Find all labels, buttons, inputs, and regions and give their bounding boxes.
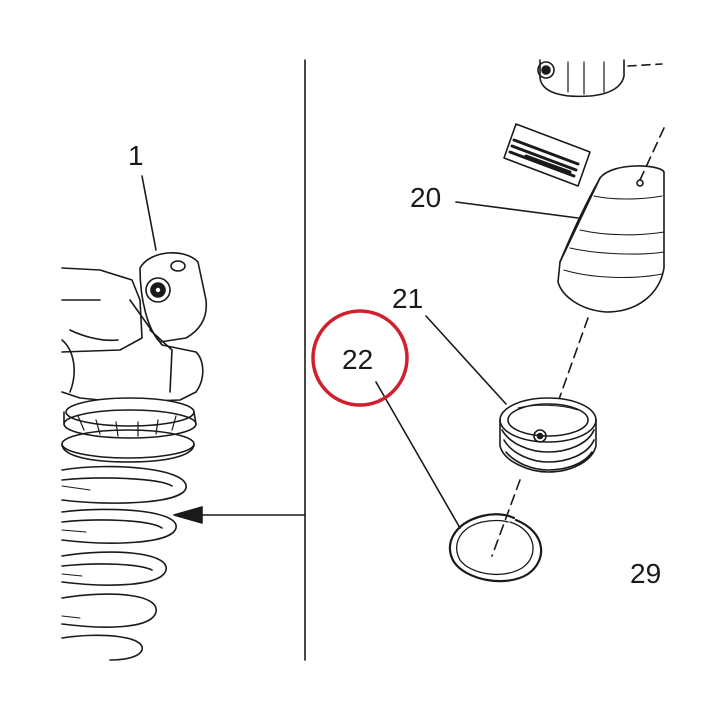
leader-line-21 (425, 315, 507, 405)
reservoir-cap-drawing (557, 165, 665, 313)
arrow-head-icon (173, 506, 203, 524)
callout-20: 20 (410, 182, 442, 213)
callout-21: 21 (392, 283, 424, 314)
callout-22: 22 (342, 344, 374, 375)
highlight-circle (311, 309, 409, 407)
end-cap-drawing (499, 397, 597, 473)
top-fitting-drawing (537, 59, 663, 98)
axis-line-lower (491, 479, 521, 557)
circlip-drawing (448, 513, 543, 583)
warning-label (503, 123, 591, 187)
callout-29: 29 (630, 560, 660, 588)
leader-line-1 (141, 175, 157, 251)
leader-line-20 (455, 201, 579, 219)
shock-absorber-drawing (61, 252, 208, 661)
callout-1: 1 (128, 140, 144, 171)
axis-line-upper (639, 127, 665, 181)
leader-line-22 (375, 381, 461, 529)
